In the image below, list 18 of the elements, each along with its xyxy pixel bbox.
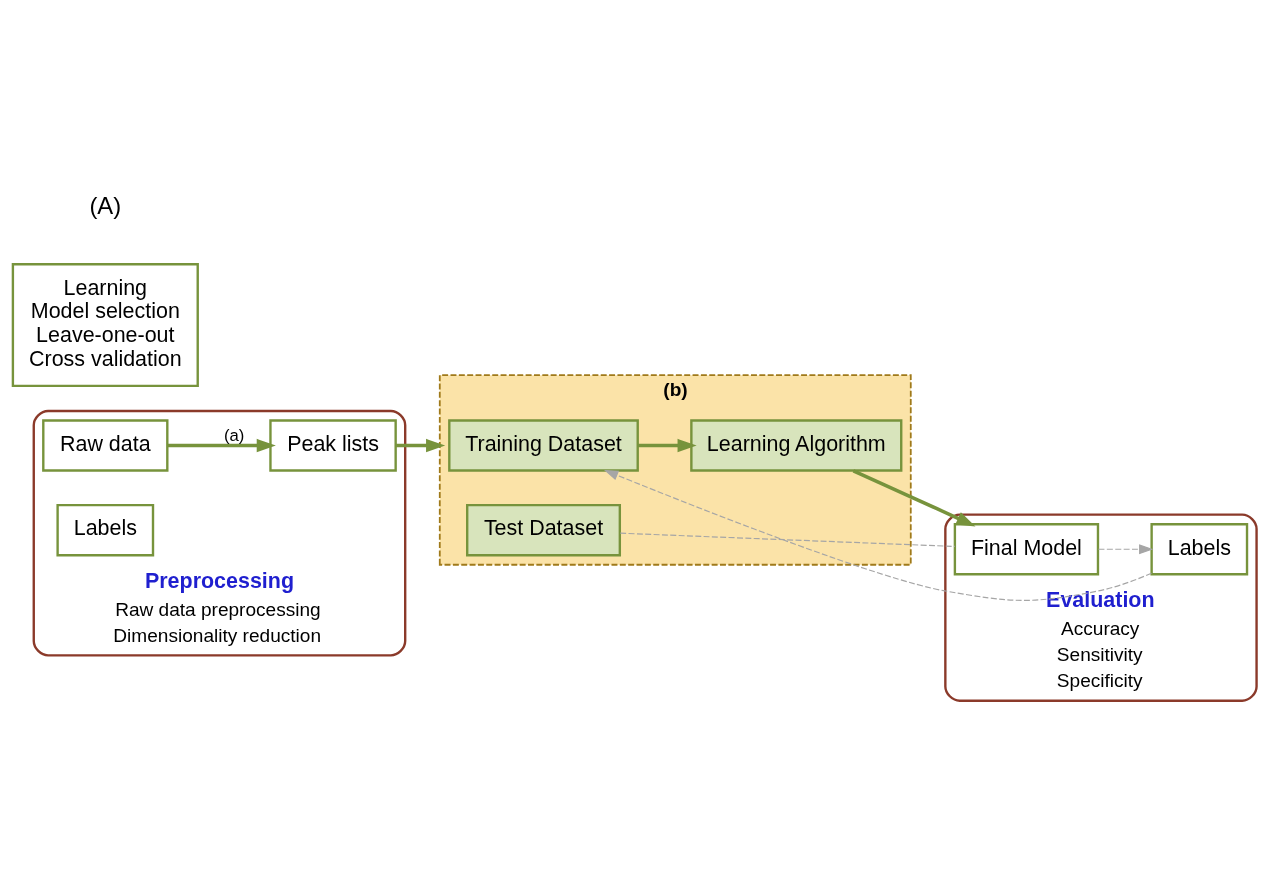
node-box: Raw data	[42, 418, 169, 472]
arrow	[396, 438, 446, 452]
connector	[619, 532, 956, 547]
edge-label: (a)	[223, 425, 245, 445]
label: (A)	[89, 191, 122, 219]
node-box: Final Model	[953, 522, 1100, 575]
node-box: Training Dataset	[448, 418, 639, 472]
node-box: Labels	[1150, 522, 1249, 575]
node-box: Test Dataset	[466, 503, 622, 556]
arrow	[1097, 543, 1154, 554]
node-box: Learning Algorithm	[690, 418, 903, 472]
arrow	[852, 468, 976, 526]
arrow	[167, 438, 276, 452]
node-box: Labels	[56, 503, 155, 556]
arrow	[637, 438, 697, 452]
node-box: Learning Model selection Leave-one-out Cross validation	[11, 262, 199, 387]
arrow	[604, 469, 1153, 601]
node-box: Peak lists	[269, 418, 397, 472]
